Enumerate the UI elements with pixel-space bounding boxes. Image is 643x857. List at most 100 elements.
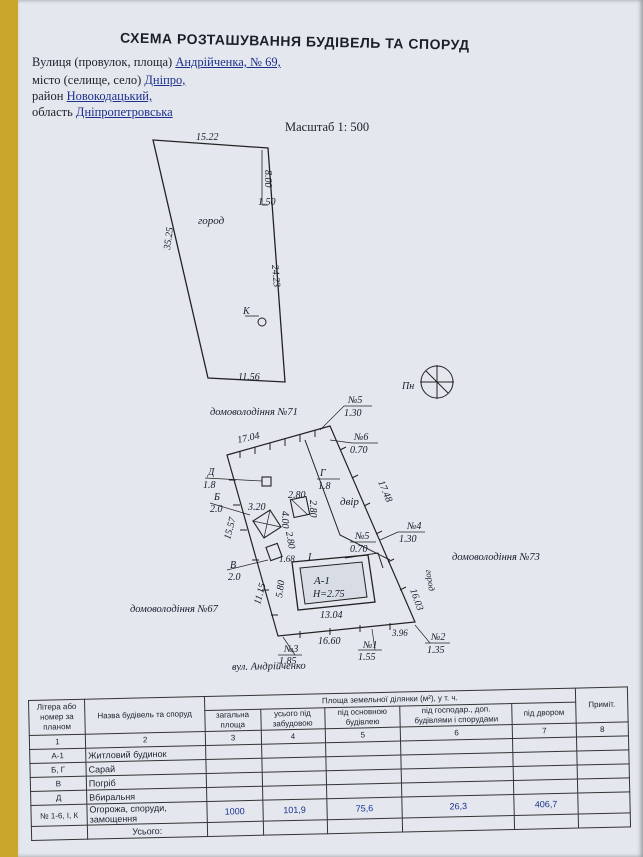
point-5-top: №5 1.30 [319, 395, 372, 431]
dim-bottom-right: 3.96 [391, 628, 408, 638]
svg-text:1.35: 1.35 [427, 645, 445, 656]
dim-right-edge: 17.48 [375, 479, 394, 504]
street-name-label: вул. Андрійченко [232, 661, 306, 673]
point-6: №6 0.70 [329, 432, 378, 456]
total-label: Усього: [87, 822, 208, 840]
city-value: Дніпро, [144, 73, 186, 87]
col-header-code: Літера або номер за планом [28, 699, 86, 736]
col-header-yard: під двором [511, 702, 577, 725]
city-line: місто (селище, село) Дніпро, [32, 73, 185, 88]
building-g-label: Г [319, 468, 326, 479]
building-a1-height: Н=2.75 [312, 589, 344, 600]
dim-g-depth: 2.80 [307, 500, 318, 518]
garden-dim-offset: 1.50 [258, 197, 276, 208]
building-v [265, 542, 283, 562]
dim-b-width: 3.20 [247, 502, 266, 513]
svg-text:№2: №2 [430, 632, 445, 643]
building-d [261, 476, 272, 487]
street-label: Вулиця (провулок, площа) [32, 55, 173, 69]
building-a1-label: А-1 [313, 575, 330, 587]
building-a1 [291, 554, 376, 611]
yard-roman-label: І [307, 552, 312, 563]
building-b-height: 2.0 [210, 504, 223, 515]
svg-text:0.70: 0.70 [350, 445, 368, 456]
district-value: Новокодацький, [66, 89, 153, 103]
district-label: район [32, 89, 64, 103]
site-plan: 15.22 8.00 1.50 35.25 24.23 11.56 город … [130, 132, 540, 673]
building-d-label: Д [207, 467, 215, 478]
col-header-aux: під господар., доп. будівлями і спорудам… [400, 703, 513, 728]
neighbor-71: домоволодіння №71 [210, 407, 298, 418]
value-aux: 26,3 [402, 794, 515, 819]
garden-dim-bottom: 11.56 [238, 372, 260, 383]
neighbor-67: домоволодіння №67 [130, 604, 219, 615]
point-2: №2 1.35 [414, 624, 450, 656]
dim-bottom-edge: 16.60 [318, 636, 341, 647]
dim-b-depth: 4.00 [279, 511, 290, 529]
district-line: район Новокодацький, [32, 89, 152, 104]
yard-label: двір [340, 496, 359, 508]
garden-dim-top: 15.22 [196, 132, 219, 143]
dim-left-lower: 11.15 [252, 582, 268, 606]
dim-v-width: 1.68 [279, 554, 295, 564]
svg-text:1.85: 1.85 [279, 656, 297, 667]
svg-text:№5: №5 [354, 531, 369, 542]
building-d-height: 1.8 [203, 480, 216, 491]
col-header-note: Приміт. [575, 686, 629, 724]
building-g [289, 495, 311, 519]
svg-text:1.30: 1.30 [399, 534, 417, 545]
region-value: Дніпропетровська [75, 105, 173, 119]
building-v-height: 2.0 [228, 572, 241, 583]
north-label: Пн [401, 381, 414, 392]
fence-garden-label: город [424, 569, 437, 592]
svg-text:1.55: 1.55 [358, 652, 376, 663]
well-icon [257, 317, 267, 327]
city-label: місто (селище, село) [32, 73, 142, 87]
dim-right-lower: 16.03 [407, 587, 425, 612]
point-1: №1 1.55 [358, 628, 382, 663]
svg-text:0.70: 0.70 [350, 544, 368, 555]
svg-text:№1: №1 [362, 640, 377, 651]
dim-passage: 2.80 [283, 531, 297, 550]
svg-text:1.30: 1.30 [344, 408, 362, 419]
garden-label: город [198, 215, 225, 227]
garden-dim-lower-right: 24.23 [269, 264, 282, 287]
street-line: Вулиця (провулок, площа) Андрійченка, № … [32, 55, 281, 70]
garden-dim-upper-right: 8.00 [262, 170, 273, 188]
point-5-inner: №5 0.70 [350, 531, 376, 555]
value-main: 75,6 [326, 797, 403, 820]
dim-left-upper: 15.57 [222, 515, 239, 541]
fence-ticks [229, 430, 407, 638]
dim-g-width: 2.80 [288, 490, 306, 501]
land-area-table: Літера або номер за планом Назва будівел… [28, 686, 631, 841]
garden-plot-outline [152, 139, 286, 383]
neighbor-73: домоволодіння №73 [452, 552, 540, 563]
point-4: №4 1.30 [379, 521, 425, 545]
region-label: область [32, 105, 73, 119]
svg-text:№3: №3 [283, 644, 298, 655]
col-header-name: Назва будівель та споруд [84, 696, 205, 735]
street-value: Андрійченка, № 69, [175, 55, 281, 69]
col-header-built: усього під забудовою [260, 707, 325, 731]
svg-text:№6: №6 [353, 432, 368, 443]
main-lot-outline [226, 425, 416, 637]
dim-top-edge: 17.04 [236, 430, 260, 445]
value-built: 101,9 [262, 798, 327, 822]
svg-text:№5: №5 [347, 395, 362, 406]
dim-a1-width: 13.04 [320, 610, 343, 621]
value-yard: 406,7 [513, 793, 579, 816]
dim-a1-depth: 5.80 [274, 580, 287, 599]
well-label: К [242, 306, 251, 317]
point-3: №3 1.85 [278, 636, 302, 667]
col-header-main: під основною будівлею [324, 706, 401, 729]
region-line: область Дніпропетровська [32, 105, 173, 120]
building-v-label: В [230, 560, 236, 571]
building-b-label: Б [213, 492, 220, 503]
scale-label: Масштаб 1: 500 [285, 120, 370, 134]
yard-inner-fence [304, 439, 391, 561]
garden-dim-left: 35.25 [162, 227, 176, 252]
value-total-area: 1000 [206, 800, 263, 823]
svg-text:№4: №4 [406, 521, 421, 532]
building-g-height: 1.8 [318, 481, 331, 492]
col-header-total: загальна площа [204, 709, 261, 732]
